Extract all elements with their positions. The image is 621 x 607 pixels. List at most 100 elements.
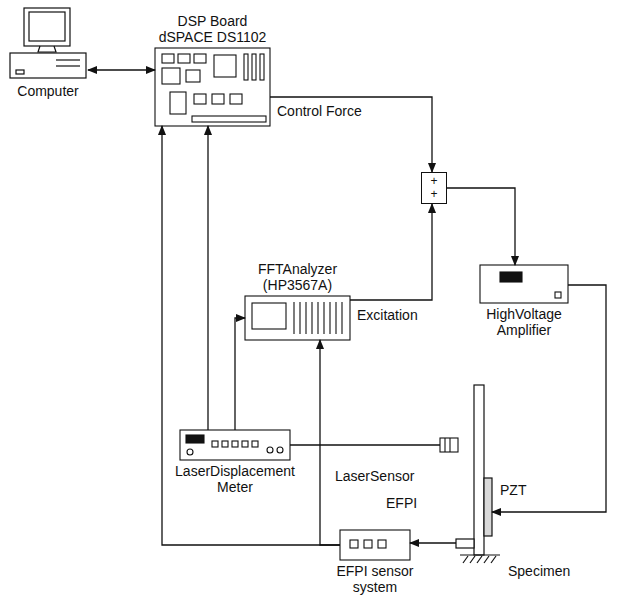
- panel-line: [329, 302, 330, 334]
- pzt-actuator: PZT: [484, 478, 492, 536]
- ground-hatch: [484, 556, 489, 563]
- edge-connector: [192, 116, 266, 122]
- node-label: HighVoltage Amplifier: [477, 306, 571, 338]
- efpi-sensor-system: EFPI sensor system: [340, 530, 410, 560]
- node-label: LaserDisplacement Meter: [166, 463, 304, 495]
- meter-knob: [187, 449, 193, 455]
- panel-line: [311, 302, 312, 334]
- drive-slot: [56, 59, 80, 60]
- signal-line: [290, 444, 440, 445]
- node-label: DSP Board dSPACE DS1102: [153, 13, 273, 45]
- drive-slot: [56, 65, 80, 66]
- summing-junction: ++: [421, 172, 447, 204]
- node-label: +: [422, 175, 446, 188]
- fft-analyzer: FFTAnalyzer (HP3567A): [245, 296, 350, 340]
- meter-button: [252, 441, 258, 447]
- chip: [194, 94, 206, 104]
- signal-line: [88, 69, 155, 70]
- amplifier-icon: [480, 265, 568, 303]
- analyzer-case: [245, 296, 350, 340]
- node-label: EFPI: [386, 495, 417, 511]
- chip: [178, 54, 190, 63]
- node-label: Computer: [17, 83, 78, 99]
- sensor-rib: [444, 438, 445, 452]
- specimen-beam: [474, 385, 484, 555]
- node-label: EFPI sensor system: [328, 563, 422, 595]
- computer-icon: [10, 8, 86, 78]
- amplifier-socket: [555, 292, 561, 298]
- chip: [162, 68, 180, 84]
- pzt-patch: [484, 478, 492, 536]
- processor-chip: [214, 55, 236, 77]
- sensor-head: [440, 438, 458, 452]
- efpi-system-icon: [340, 530, 410, 560]
- dsp-board: DSP Board dSPACE DS1102: [155, 48, 270, 126]
- specimen: Specimen: [474, 385, 484, 555]
- dsp-board-icon: [155, 48, 270, 126]
- efpi-button: [364, 540, 372, 548]
- signal-line: [207, 126, 208, 430]
- panel-line: [323, 302, 324, 334]
- specimen-assembly: [456, 385, 500, 563]
- analyzer-screen: [252, 303, 286, 329]
- connector: [260, 54, 264, 80]
- meter-case: [180, 430, 290, 460]
- ground-hatch: [477, 556, 482, 563]
- ground-hatch: [491, 556, 496, 563]
- amplifier-display: [500, 272, 522, 282]
- node-label: +: [422, 188, 446, 201]
- computer-case: [10, 53, 86, 78]
- signal-line: [350, 204, 432, 300]
- connector: [252, 54, 256, 80]
- panel-line: [335, 302, 336, 334]
- chip: [170, 92, 186, 114]
- computer: Computer: [8, 8, 88, 80]
- meter-button: [232, 441, 238, 447]
- laser-sensor: LaserSensor: [440, 438, 458, 452]
- fft-analyzer-icon: [245, 296, 350, 340]
- connector: [244, 54, 248, 80]
- chip: [212, 94, 224, 104]
- chip: [186, 70, 200, 82]
- meter-display: [186, 435, 204, 443]
- meter-knob: [277, 447, 283, 453]
- signal-line: [162, 126, 340, 545]
- laser-sensor-icon: [440, 438, 458, 452]
- amplifier-case: [480, 265, 568, 303]
- signal-line: [320, 340, 340, 545]
- laser-displacement-meter: LaserDisplacement Meter: [180, 430, 290, 460]
- panel-line: [341, 302, 342, 334]
- signal-line: [410, 542, 456, 543]
- efpi-sensor: [456, 539, 474, 548]
- efpi-case: [340, 530, 410, 560]
- chip: [194, 54, 206, 63]
- edge-label: Control Force: [276, 103, 363, 119]
- signal-line: [235, 318, 245, 430]
- node-label: LaserSensor: [335, 468, 414, 484]
- meter-knob: [267, 447, 273, 453]
- clamp-base: [460, 554, 500, 555]
- power-button: [16, 70, 24, 74]
- ground-hatch: [470, 556, 475, 563]
- panel-line: [299, 302, 300, 334]
- panel-line: [317, 302, 318, 334]
- efpi-button: [378, 540, 386, 548]
- monitor-screen: [29, 12, 65, 41]
- ground-hatch: [463, 556, 468, 563]
- node-label: Specimen: [508, 563, 570, 579]
- efpi-button: [350, 540, 358, 548]
- meter-button: [212, 441, 218, 447]
- signal-line: [447, 188, 515, 265]
- meter-button: [222, 441, 228, 447]
- sensor-rib: [449, 438, 450, 452]
- panel-line: [305, 302, 306, 334]
- signal-line: [270, 97, 432, 172]
- node-label: FFTAnalyzer (HP3567A): [251, 261, 345, 293]
- meter-button: [242, 441, 248, 447]
- chip: [162, 54, 174, 63]
- monitor-stand: [38, 46, 56, 52]
- displacement-meter-icon: [180, 430, 290, 460]
